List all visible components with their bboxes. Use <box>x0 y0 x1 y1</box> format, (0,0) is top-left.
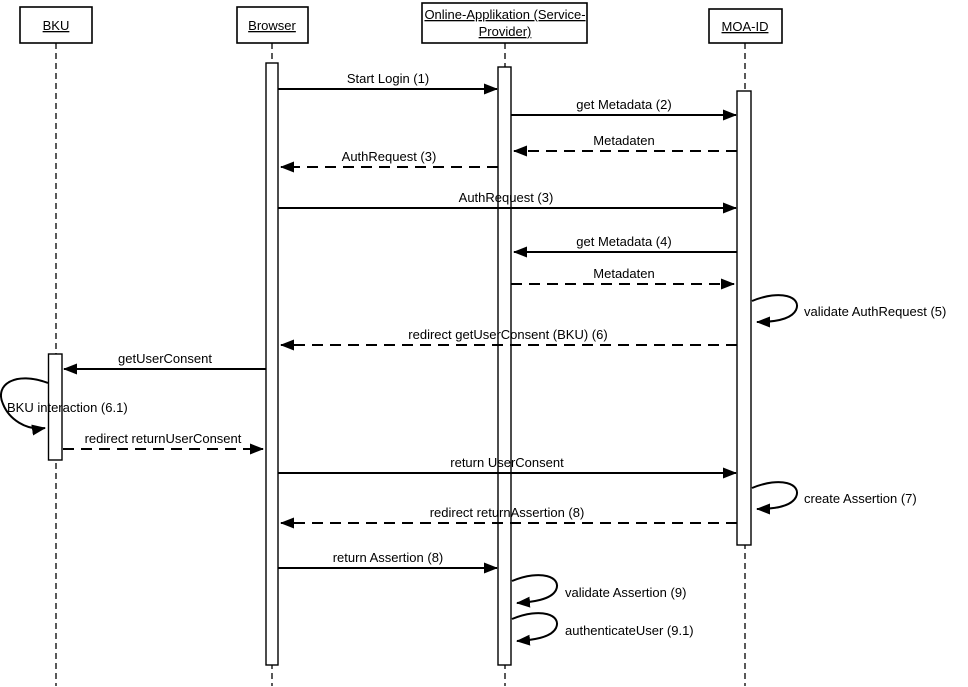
self-loop-validate-assertion <box>511 574 559 608</box>
activation-bar-moa-id <box>736 90 752 546</box>
participant-browser: Browser <box>236 6 309 44</box>
label-getuserconsent: getUserConsent <box>118 351 212 366</box>
label-redirect-returnassertion: redirect returnAssertion (8) <box>430 505 585 520</box>
participant-online-applikation: Online-Applikation (Service- Provider) <box>421 2 588 44</box>
label-authrequest-to-moa-id: AuthRequest (3) <box>459 190 554 205</box>
participant-label-browser: Browser <box>248 18 296 33</box>
label-start-login: Start Login (1) <box>347 71 429 86</box>
participant-label-online-applikation-line1: Online-Applikation (Service- <box>424 7 585 22</box>
label-validate-authrequest: validate AuthRequest (5) <box>804 304 946 319</box>
participant-box-online-applikation <box>421 2 588 44</box>
label-authrequest-to-browser: AuthRequest (3) <box>342 149 437 164</box>
self-loop-validate-authrequest <box>751 294 799 328</box>
label-authenticateuser: authenticateUser (9.1) <box>565 623 694 638</box>
participant-moa-id: MOA-ID <box>708 8 783 44</box>
label-return-userconsent: return UserConsent <box>450 455 564 470</box>
self-loop-create-assertion <box>751 481 799 515</box>
participant-bku: BKU <box>19 6 93 44</box>
label-redirect-returnuserconsent: redirect returnUserConsent <box>85 431 242 446</box>
label-create-assertion: create Assertion (7) <box>804 491 917 506</box>
label-validate-assertion: validate Assertion (9) <box>565 585 686 600</box>
activation-bar-online-applikation <box>497 66 512 666</box>
label-get-metadata-2: get Metadata (2) <box>576 97 671 112</box>
participant-box-browser <box>236 6 309 44</box>
participant-label-moa-id: MOA-ID <box>722 19 769 34</box>
self-loop-authenticateuser <box>511 612 559 646</box>
activation-bar-bku <box>47 353 63 461</box>
label-metadaten-2: Metadaten <box>593 266 654 281</box>
participant-label-online-applikation-line2: Provider) <box>479 24 532 39</box>
label-metadaten-1: Metadaten <box>593 133 654 148</box>
label-return-assertion: return Assertion (8) <box>333 550 444 565</box>
participant-box-bku <box>19 6 93 44</box>
label-bku-interaction: BKU interaction (6.1) <box>7 400 128 415</box>
activation-bar-browser <box>265 62 279 666</box>
self-loop-bku-interaction <box>0 377 49 436</box>
participant-label-bku: BKU <box>43 18 70 33</box>
messages: Start Login (1) get Metadata (2) Metadat… <box>0 71 946 646</box>
label-get-metadata-4: get Metadata (4) <box>576 234 671 249</box>
label-redirect-getuserconsent: redirect getUserConsent (BKU) (6) <box>408 327 607 342</box>
activation-bars <box>47 62 752 666</box>
participant-box-moa-id <box>708 8 783 44</box>
